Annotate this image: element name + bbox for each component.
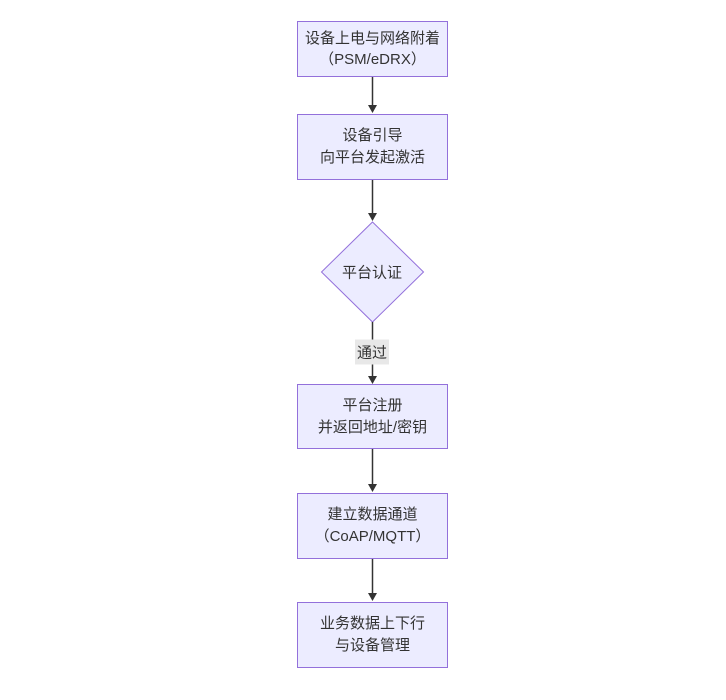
node-line: （PSM/eDRX） (319, 51, 426, 68)
node-power-attach: 设备上电与网络附着 （PSM/eDRX） (297, 21, 448, 77)
arrowhead-3 (368, 376, 377, 384)
node-line: （CoAP/MQTT） (314, 528, 431, 545)
node-line: 设备上电与网络附着 (304, 30, 440, 47)
node-line: 业务数据上下行 (319, 615, 425, 632)
node-platform-auth-label: 平台认证 (341, 264, 403, 282)
node-line: 建立数据通道 (327, 506, 418, 523)
arrowhead-4 (368, 484, 377, 492)
arrowhead-5 (368, 593, 377, 601)
node-line: 设备引导 (342, 127, 403, 144)
arrowhead-1 (368, 105, 377, 113)
arrowhead-2 (368, 213, 377, 221)
node-line: 并返回地址/密钥 (317, 418, 428, 436)
node-bootstrap: 设备引导 向平台发起激活 (297, 114, 448, 180)
node-line: 向平台发起激活 (319, 149, 425, 166)
node-line: 与设备管理 (334, 637, 410, 654)
node-business-data: 业务数据上下行 与设备管理 (297, 602, 448, 668)
node-line: 平台注册 (342, 396, 403, 414)
edge-label-pass: 通过 (354, 339, 390, 365)
node-data-channel: 建立数据通道 （CoAP/MQTT） (297, 493, 448, 559)
node-platform-register: 平台注册 并返回地址/密钥 (297, 384, 448, 449)
